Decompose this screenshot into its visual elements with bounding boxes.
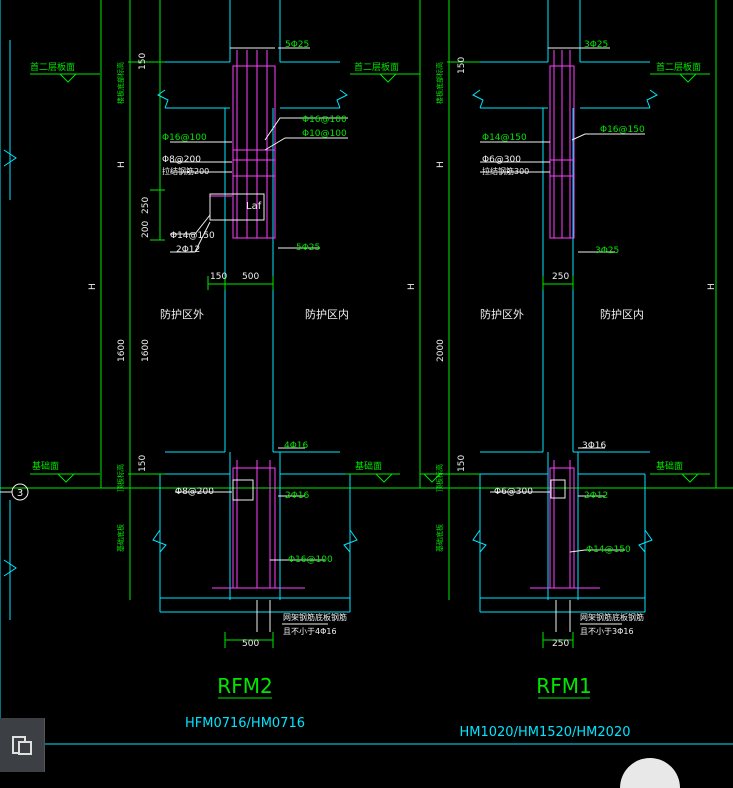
- rfm2-bot-side: 2Φ16: [285, 491, 310, 501]
- rfm2-bot-vert: Φ16@100: [288, 555, 333, 565]
- axis-marker-label: 3: [17, 488, 23, 499]
- rfm2-dim-bot150: 150: [138, 455, 148, 472]
- detail-rfm1: [350, 0, 710, 648]
- rfm2-dim-250: 250: [141, 197, 151, 214]
- rfm2-side-note-found: 基础底板: [116, 524, 125, 552]
- rfm1-subtitle: HM1020/HM1520/HM2020: [460, 725, 631, 740]
- level-marker-top-rfm1: [350, 73, 710, 83]
- rfm1-anchor2: 且不小于3Φ16: [580, 627, 634, 636]
- rfm2-bot-stirrup: Φ8@200: [175, 487, 214, 497]
- level-marker-foundation-rfm2: [30, 473, 400, 483]
- rfm1-dim-H-left: H: [407, 283, 417, 290]
- rfm1-left-bar: Φ14@150: [482, 133, 527, 143]
- rfm2-top-bars: 5Φ25: [285, 40, 309, 50]
- rfm1-dim-2000: 2000: [436, 339, 446, 362]
- rfm2-zone-out: 防护区外: [160, 307, 204, 321]
- rfm1-zone-in: 防护区内: [600, 307, 644, 321]
- rfm2-zone-in: 防护区内: [305, 307, 349, 321]
- viewport-icon: [12, 736, 32, 755]
- rfm2-left-bar: Φ16@100: [162, 133, 207, 143]
- rfm2-bot-bars: 4Φ16: [284, 441, 309, 451]
- rfm1-stirrup: Φ6@300: [482, 155, 521, 165]
- rfm1-bot-side: 2Φ12: [584, 491, 608, 501]
- rfm2-anchor2: 且不小于4Φ16: [283, 627, 337, 636]
- rfm2-anchor1: 网架钢筋底板钢筋: [283, 612, 347, 622]
- rfm2-tie: 拉结钢筋200: [162, 166, 209, 176]
- rfm2-title: RFM2: [217, 674, 272, 698]
- rfm1-dim-250: 250: [552, 272, 569, 282]
- rfm2-corner-bar: Φ14@150: [170, 231, 215, 241]
- rfm1-anchor1: 网架钢筋底板钢筋: [580, 612, 644, 622]
- reference-lines: [0, 0, 733, 745]
- foundation-label-left: 基础面: [32, 460, 59, 472]
- rfm2-dim-1600b: 1600: [141, 339, 151, 362]
- detail-rfm2: [30, 0, 400, 648]
- level-marker-top-rfm2: [30, 73, 100, 83]
- rfm2-dim-200: 200: [141, 221, 151, 238]
- rfm2-dim-H2: H: [88, 283, 98, 290]
- rfm2-stirrup: Φ8@200: [162, 155, 201, 165]
- rfm1-bot-stirrup: Φ6@300: [494, 487, 533, 497]
- rfm1-tie: 拉结钢筋300: [482, 166, 529, 176]
- rfm2-dim-top150: 150: [138, 53, 148, 70]
- rfm1-dim-H: H: [436, 161, 446, 168]
- rfm1-dim-top150: 150: [457, 57, 467, 74]
- annotations: 首二层板面 首二层板面 首二层板面 基础面 基础面 基础面 5Φ25 Φ16@1…: [30, 40, 717, 740]
- rfm1-dim-bot150: 150: [457, 455, 467, 472]
- rfm1-title: RFM1: [536, 674, 591, 698]
- rfm1-bot-bars: 3Φ16: [582, 441, 607, 451]
- floor-level-label-left: 首二层板面: [30, 61, 75, 73]
- rfm2-slab-bar1: Φ16@100: [302, 115, 347, 125]
- lap-label: Laf: [246, 201, 262, 212]
- rfm1-dim-base250: 250: [552, 639, 569, 649]
- floor-level-label-right: 首二层板面: [656, 61, 701, 73]
- foundation-label-mid: 基础面: [355, 460, 382, 472]
- rfm2-side-note-top: 楼板底部标高: [116, 62, 125, 104]
- rfm1-zone-out: 防护区外: [480, 307, 524, 321]
- rfm1-side-note-found: 基础底板: [435, 524, 444, 552]
- floor-level-label-mid: 首二层板面: [354, 61, 399, 73]
- rfm1-slab-bar: Φ16@150: [600, 125, 645, 135]
- rfm1-bot-vert: Φ14@150: [586, 545, 631, 555]
- rfm2-dim-H: H: [117, 161, 127, 168]
- rfm2-bottom-bars: 5Φ25: [296, 243, 320, 253]
- rfm2-dim-1600a: 1600: [117, 339, 127, 362]
- foundation-label-right: 基础面: [656, 460, 683, 472]
- rfm2-dim-150: 150: [210, 272, 227, 282]
- rfm1-bottom-bars: 3Φ25: [595, 246, 619, 256]
- rfm2-subtitle: HFM0716/HM0716: [185, 716, 305, 731]
- rfm2-dim-base500: 500: [242, 639, 259, 649]
- rfm2-slab-bar2: Φ10@100: [302, 129, 347, 139]
- cad-drawing: 3: [0, 0, 733, 745]
- rfm2-side-note-bot: 顶板标高: [116, 464, 125, 492]
- rfm1-side-note-top: 楼板底部标高: [435, 62, 444, 104]
- rfm2-dim-500: 500: [242, 272, 259, 282]
- rfm1-top-bars: 3Φ25: [584, 40, 608, 50]
- rfm2-corner-bar2: 2Φ12: [176, 245, 200, 255]
- rfm1-side-note-bot: 顶板标高: [435, 464, 444, 492]
- rfm1-dim-H2: H: [707, 283, 717, 290]
- viewport-button[interactable]: [0, 718, 45, 772]
- level-marker-foundation-rfm1: [420, 473, 710, 483]
- axis-marker: 3: [0, 483, 29, 501]
